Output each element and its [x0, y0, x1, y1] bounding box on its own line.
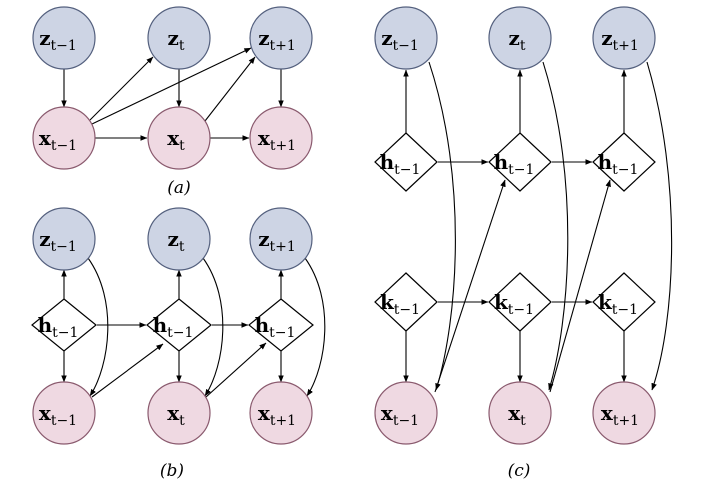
node-z-t-minus-1: zt−1	[32, 207, 96, 271]
edge-z1-x1	[87, 257, 109, 397]
edge-x2-z3	[204, 56, 256, 122]
node-k-1: kt−1	[374, 272, 438, 332]
node-h-1: ht−1	[374, 132, 438, 192]
node-x-t-plus-1: xt+1	[249, 381, 313, 445]
svg-text:kt−1: kt−1	[380, 290, 420, 318]
node-z-t-minus-1: zt−1	[32, 6, 96, 70]
caption-b: (b)	[160, 461, 184, 481]
node-h-1: ht−1	[31, 298, 97, 352]
svg-text:ht−1: ht−1	[255, 313, 296, 341]
node-x-t: xt	[488, 381, 552, 445]
edge-x1-h2	[434, 179, 506, 393]
svg-text:ht−1: ht−1	[153, 313, 194, 341]
svg-text:xt−1: xt−1	[381, 401, 419, 429]
svg-text:zt−1: zt−1	[381, 26, 419, 54]
svg-text:zt: zt	[509, 26, 526, 54]
node-h-2: ht−1	[488, 132, 552, 192]
node-x-t-minus-1: xt−1	[32, 106, 96, 170]
node-z-t: zt	[488, 6, 552, 70]
svg-text:zt: zt	[168, 227, 185, 255]
svg-text:zt−1: zt−1	[39, 26, 77, 54]
edge-x1-z2	[89, 56, 154, 121]
svg-text:zt+1: zt+1	[601, 26, 639, 54]
svg-text:zt+1: zt+1	[258, 26, 296, 54]
svg-text:xt+1: xt+1	[258, 126, 296, 154]
svg-text:ht−1: ht−1	[38, 313, 79, 341]
node-z-t: zt	[147, 6, 211, 70]
edge-z3-x3	[304, 257, 326, 397]
svg-text:ht−1: ht−1	[494, 150, 535, 178]
node-k-3: kt−1	[592, 272, 656, 332]
panel-a: zt−1 zt zt+1 xt−1 xt xt+1 (a)	[32, 6, 313, 198]
node-z-t-plus-1: zt+1	[592, 6, 656, 70]
svg-text:kt−1: kt−1	[598, 290, 638, 318]
svg-text:xt+1: xt+1	[601, 401, 639, 429]
node-h-2: ht−1	[146, 298, 212, 352]
caption-a: (a)	[167, 178, 190, 198]
node-x-t: xt	[147, 106, 211, 170]
node-x-t-minus-1: xt−1	[32, 381, 96, 445]
node-x-t-minus-1: xt−1	[374, 381, 438, 445]
svg-text:ht−1: ht−1	[380, 150, 421, 178]
node-x-t: xt	[147, 381, 211, 445]
node-z-t-minus-1: zt−1	[374, 6, 438, 70]
edge-x1-z3	[91, 47, 252, 125]
svg-text:ht−1: ht−1	[598, 150, 639, 178]
node-x-t-plus-1: xt+1	[249, 106, 313, 170]
svg-text:zt+1: zt+1	[258, 227, 296, 255]
node-h-3: ht−1	[592, 132, 656, 192]
edge-z2-x2	[542, 61, 569, 391]
svg-text:zt: zt	[168, 26, 185, 54]
edge-x1-h2	[91, 343, 164, 398]
caption-c: (c)	[508, 461, 531, 481]
svg-text:xt: xt	[167, 401, 185, 429]
edge-x2-h3	[205, 342, 267, 398]
node-k-2: kt−1	[488, 272, 552, 332]
edge-z1-x1	[428, 61, 456, 391]
edge-z3-x3	[646, 61, 673, 391]
node-z-t-plus-1: zt+1	[249, 6, 313, 70]
svg-text:xt+1: xt+1	[258, 401, 296, 429]
node-h-3: ht−1	[248, 298, 314, 352]
svg-text:kt−1: kt−1	[494, 290, 534, 318]
edge-z2-x2	[202, 257, 224, 397]
panel-c: zt−1 zt zt+1 ht−1 ht−1 ht−1 kt−1 kt−1	[374, 6, 673, 481]
svg-text:xt−1: xt−1	[39, 126, 77, 154]
svg-text:zt−1: zt−1	[39, 227, 77, 255]
node-z-t: zt	[147, 207, 211, 271]
node-z-t-plus-1: zt+1	[249, 207, 313, 271]
edge-x2-h3	[549, 179, 611, 393]
panel-b: zt−1 zt zt+1 ht−1 ht−1 ht−1 xt−1 xt	[31, 207, 326, 481]
svg-text:xt−1: xt−1	[39, 401, 77, 429]
svg-text:xt: xt	[508, 401, 526, 429]
svg-text:xt: xt	[167, 126, 185, 154]
node-x-t-plus-1: xt+1	[592, 381, 656, 445]
